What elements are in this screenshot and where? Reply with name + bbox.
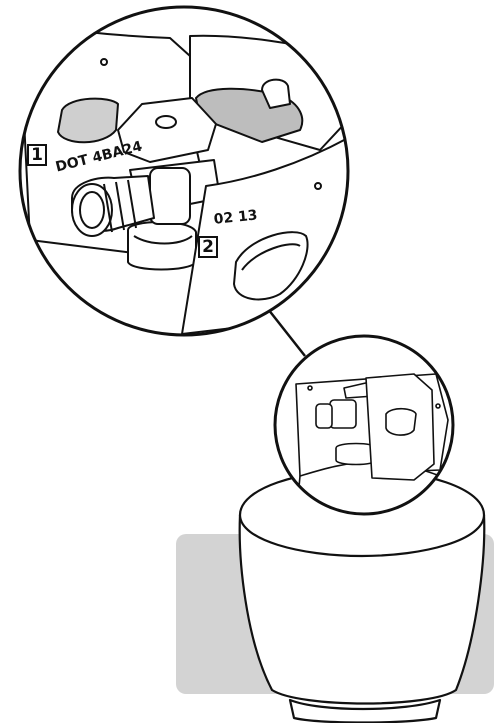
callout-1-box: 1 [27,144,47,166]
callout-2-box: 2 [198,236,218,258]
leader-line [268,309,305,356]
callout-2-number: 2 [202,237,214,257]
callout-1-number: 1 [31,145,43,165]
